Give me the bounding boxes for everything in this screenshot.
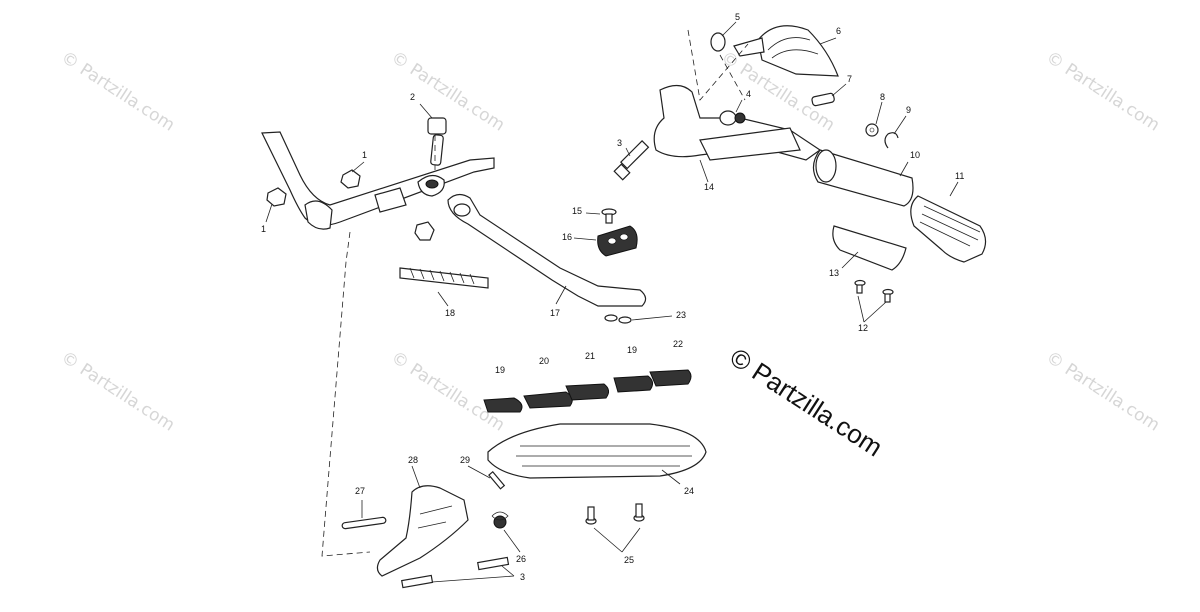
kickstand-17 [447, 193, 647, 307]
screws-25 [585, 503, 645, 525]
watermark-faint: © Partzilla.com [1042, 347, 1163, 435]
callout-24: 24 [684, 486, 694, 496]
floorboard-24 [487, 423, 707, 479]
nut-1b [266, 187, 287, 207]
callout-1: 1 [362, 150, 367, 160]
callout-29: 29 [460, 455, 470, 465]
shell-13 [832, 225, 907, 271]
frame-tube [261, 131, 495, 230]
washer-8 [865, 123, 879, 137]
callout-12: 12 [858, 323, 868, 333]
washers-23 [604, 314, 632, 324]
assembly-lines [321, 29, 749, 557]
bracket-14 [653, 84, 822, 161]
watermark-faint: © Partzilla.com [57, 47, 178, 135]
callout-9: 9 [906, 105, 911, 115]
callout-11: 11 [955, 171, 964, 181]
nut-1a [340, 169, 361, 189]
bumper-16 [597, 225, 638, 257]
bracket-28 [376, 485, 469, 577]
spacer-5 [710, 32, 726, 52]
callout-22: 22 [673, 339, 683, 349]
bushing-4 [719, 110, 746, 126]
callout-16: 16 [562, 232, 572, 242]
bolt-3-upper [613, 140, 650, 181]
callout-23: 23 [676, 310, 686, 320]
callout-5: 5 [735, 12, 740, 22]
watermark-faint: © Partzilla.com [57, 347, 178, 435]
callout-26: 26 [516, 554, 526, 564]
callout-20: 20 [539, 356, 549, 366]
footpeg-10 [812, 149, 914, 207]
pin-27 [341, 516, 387, 530]
callout-labels: 1 1 2 3 4 5 6 7 8 9 10 11 12 13 14 15 16… [261, 12, 964, 582]
screws-12 [854, 279, 894, 303]
rubber-11 [910, 195, 987, 263]
callout-15: 15 [572, 206, 582, 216]
nut-small [414, 221, 435, 241]
pin-7 [811, 92, 835, 107]
spring-18 [399, 267, 489, 289]
bolts-3-lower [401, 556, 510, 589]
callout-7: 7 [847, 74, 852, 84]
watermark-faint: © Partzilla.com [1042, 47, 1163, 135]
bolt-2-head [427, 117, 447, 135]
callout-3: 3 [617, 138, 622, 148]
callout-28: 28 [408, 455, 418, 465]
callout-19: 19 [627, 345, 637, 355]
spring-26 [491, 511, 509, 529]
callout-3: 3 [520, 572, 525, 582]
callout-21: 21 [585, 351, 595, 361]
callout-8: 8 [880, 92, 885, 102]
callout-2: 2 [410, 92, 415, 102]
callout-19: 19 [495, 365, 505, 375]
bolt-2 [430, 134, 444, 166]
callout-25: 25 [624, 555, 634, 565]
watermark-faint: © Partzilla.com [387, 47, 508, 135]
screw-15 [601, 208, 617, 224]
floorboard-pads [483, 369, 692, 413]
watermark-main: © Partzilla.com [725, 342, 888, 463]
callout-18: 18 [445, 308, 455, 318]
callout-14: 14 [704, 182, 714, 192]
pin-29 [488, 470, 506, 490]
leader-lines [265, 21, 959, 583]
callout-6: 6 [836, 26, 841, 36]
clip-9 [884, 132, 899, 149]
callout-13: 13 [829, 268, 839, 278]
callout-1: 1 [261, 224, 266, 234]
callout-27: 27 [355, 486, 365, 496]
callout-10: 10 [910, 150, 920, 160]
watermark-faint: © Partzilla.com [387, 347, 508, 435]
callout-4: 4 [746, 89, 751, 99]
callout-17: 17 [550, 308, 560, 318]
